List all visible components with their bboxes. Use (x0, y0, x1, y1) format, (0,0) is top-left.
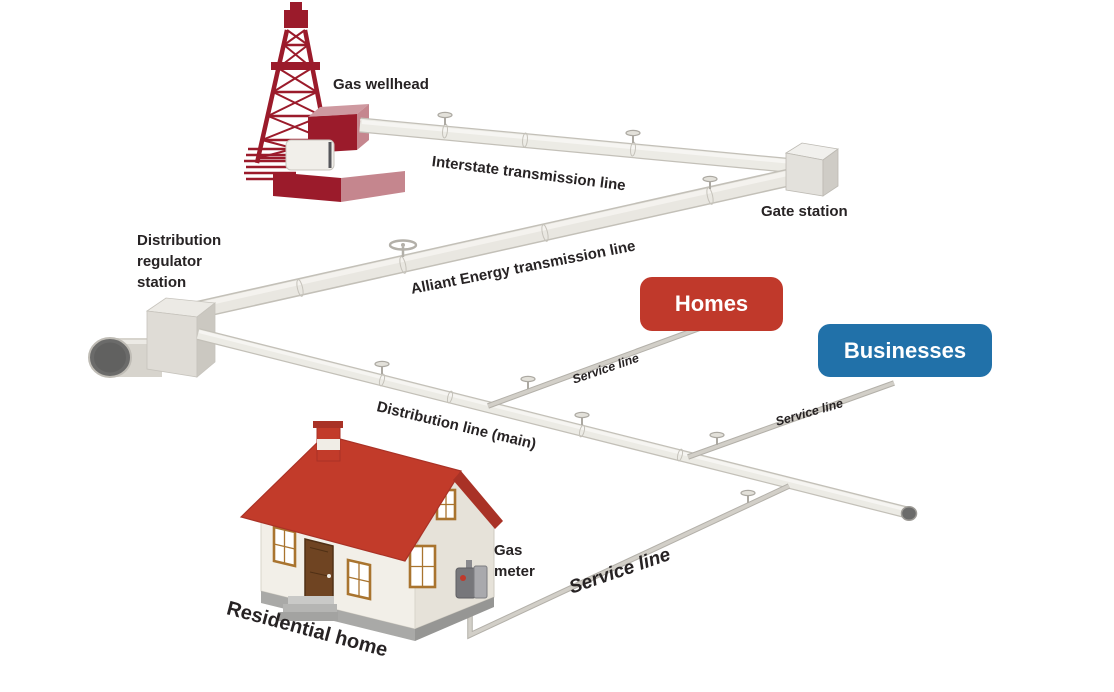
door-knob (327, 574, 331, 578)
interstate-transmission-pipe (359, 111, 796, 174)
gate-station-icon (784, 142, 840, 197)
label-gas-meter: Gas meter (494, 542, 535, 580)
alliant-transmission-pipe (195, 167, 798, 319)
foundation (415, 597, 494, 641)
valve-icon (625, 129, 641, 144)
wellhead-buildings (273, 104, 405, 202)
gas-meter-icon (455, 560, 488, 599)
steps (278, 596, 338, 621)
valve-icon (437, 111, 453, 126)
label-gate-station: Gate station (761, 203, 848, 220)
residential-home-illustration (239, 421, 503, 641)
service-line-businesses-pipe (687, 380, 895, 460)
label-distribution-regulator-station: Distribution regulator station (137, 232, 222, 291)
wheel-valve-icon (388, 239, 418, 257)
valve-icon (374, 360, 390, 375)
distribution-main-pipe (196, 328, 918, 522)
chimney-icon (313, 421, 343, 462)
valve-icon (574, 411, 590, 426)
label-gas-wellhead: Gas wellhead (333, 76, 429, 93)
businesses-badge: Businesses (818, 324, 992, 377)
door (304, 538, 334, 605)
pipe-end-cap (900, 505, 918, 522)
service-line-homes-pipe (487, 324, 704, 409)
gas-wellhead-illustration (244, 2, 405, 202)
roof-edge (453, 471, 503, 529)
distribution-regulator-station-icon (88, 297, 217, 378)
homes-badge: Homes (640, 277, 783, 331)
